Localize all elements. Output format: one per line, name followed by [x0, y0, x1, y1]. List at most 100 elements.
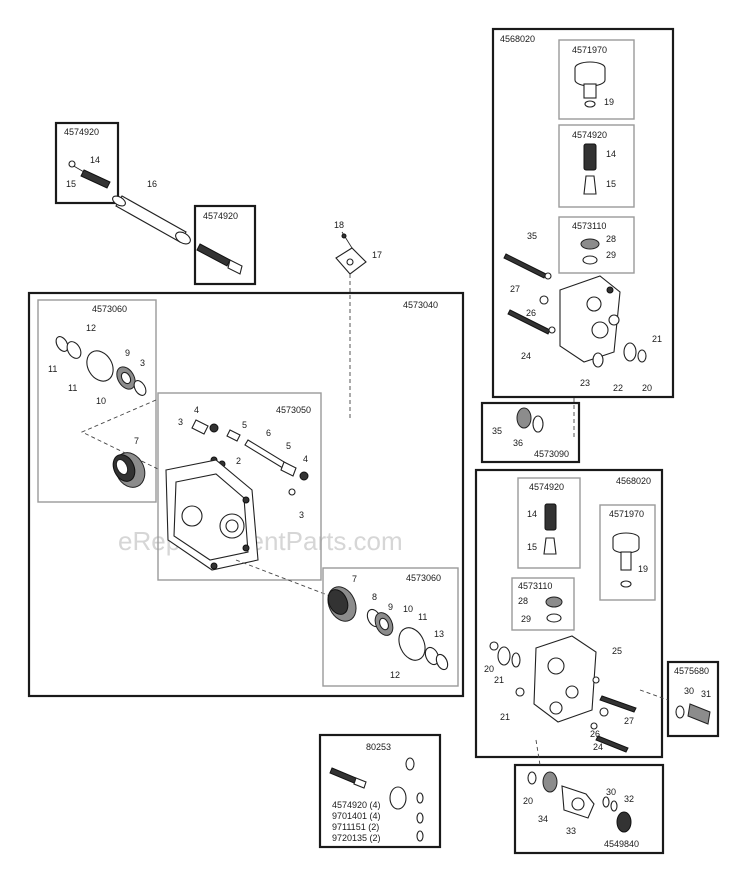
watermark: eReplacementParts.com: [118, 526, 403, 556]
callout: 10: [96, 396, 106, 406]
callout: 2: [236, 456, 241, 466]
box-pump-assembly[interactable]: [27, 291, 465, 698]
piston-seal-part[interactable]: [109, 448, 150, 492]
box-unloader-bottom[interactable]: [599, 504, 656, 601]
kit-80253-line-4: 9720135 (2): [332, 833, 381, 843]
kit-code-manifold-top: 4568020: [500, 34, 535, 44]
callout: 11: [418, 612, 427, 622]
unloader-cap-bottom[interactable]: [612, 532, 640, 588]
kit-code-manifold-bottom: 4568020: [616, 476, 651, 486]
box-valve-small[interactable]: [193, 204, 257, 286]
callout: 4: [194, 405, 199, 415]
callout: 21: [652, 334, 662, 344]
check-valve-bottom[interactable]: [545, 596, 563, 623]
side-fitting-part[interactable]: [675, 703, 711, 725]
callout: 7: [352, 574, 357, 584]
callout: 11: [48, 364, 57, 374]
callout: 27: [510, 284, 520, 294]
box-check-top[interactable]: [558, 216, 635, 274]
valve-spring-top[interactable]: [583, 143, 597, 195]
callout: 21: [500, 712, 510, 722]
callout: 15: [527, 542, 537, 552]
box-seal-kit-left[interactable]: [37, 299, 157, 503]
cover-plate-part[interactable]: [335, 231, 367, 275]
box-manifold-bottom[interactable]: [474, 468, 664, 759]
callout: 24: [593, 742, 603, 752]
callout: 5: [242, 420, 247, 430]
callout: 14: [90, 155, 100, 165]
box-seal-kit-right[interactable]: [322, 567, 459, 687]
callout: 4: [303, 454, 308, 464]
callout: 6: [266, 428, 271, 438]
callout: 11: [68, 383, 77, 393]
kit-code-side-kit: 4575680: [674, 666, 709, 676]
callout: 30: [606, 787, 616, 797]
seal-rings-right[interactable]: [323, 582, 450, 671]
callout: 17: [372, 250, 382, 260]
kit-code-unloader-top: 4571970: [572, 45, 607, 55]
callout: 14: [606, 149, 616, 159]
kit-80253-parts[interactable]: [329, 757, 424, 842]
callout: 20: [642, 383, 652, 393]
plug-part[interactable]: [516, 407, 544, 433]
kit-code-plug-kit: 4573090: [534, 449, 569, 459]
kit-80253-line-3: 9711151 (2): [332, 822, 379, 832]
rod-part[interactable]: [111, 194, 192, 246]
box-kit-80253[interactable]: [318, 733, 442, 849]
unloader-cap-top[interactable]: [574, 61, 606, 108]
callout: 32: [624, 794, 634, 804]
callout: 9: [388, 602, 393, 612]
callout: 15: [66, 179, 76, 189]
callout: 28: [518, 596, 528, 606]
callout: 27: [624, 716, 634, 726]
box-plug-kit[interactable]: [480, 401, 581, 464]
kit-code-check-bottom: 4573110: [518, 581, 552, 591]
callout: 22: [613, 383, 623, 393]
valve-spring-small-part[interactable]: [196, 243, 243, 275]
callout: 7: [134, 436, 139, 446]
valve-spring-bottom[interactable]: [543, 503, 557, 555]
box-side-kit[interactable]: [666, 660, 720, 738]
callout: 26: [526, 308, 536, 318]
box-check-bottom[interactable]: [511, 577, 575, 631]
piston-rod-parts[interactable]: [191, 419, 309, 496]
box-piston-kit[interactable]: [157, 392, 322, 581]
box-chem-kit[interactable]: [513, 763, 665, 855]
seal-rings-left[interactable]: [54, 335, 149, 398]
callout: 24: [521, 351, 531, 361]
callout: 19: [604, 97, 614, 107]
callout: 19: [638, 564, 648, 574]
callout: 18: [334, 220, 344, 230]
callout: 12: [86, 323, 96, 333]
valve-spring-part[interactable]: [68, 160, 111, 189]
box-unloader-top[interactable]: [558, 39, 635, 120]
chem-injector-parts[interactable]: [527, 771, 632, 833]
callout: 14: [527, 509, 537, 519]
callout: 5: [286, 441, 291, 451]
kit-code-pump-assembly: 4573040: [403, 300, 438, 310]
pump-housing-part[interactable]: [165, 459, 259, 571]
callout: 28: [606, 234, 616, 244]
kit-code-80253: 80253: [366, 742, 391, 752]
callout: 35: [527, 231, 537, 241]
callout: 8: [372, 592, 377, 602]
manifold-body-bottom[interactable]: [489, 635, 637, 753]
kit-code-piston-kit: 4573050: [276, 405, 311, 415]
kit-code-seal-kit-left: 4573060: [92, 304, 127, 314]
callout: 36: [513, 438, 523, 448]
callout: 29: [606, 250, 616, 260]
kit-80253-line-2: 9701401 (4): [332, 811, 381, 821]
box-valve-bottom[interactable]: [517, 477, 581, 569]
callout: 9: [125, 348, 130, 358]
callout: 21: [494, 675, 504, 685]
box-valve-top[interactable]: [558, 124, 635, 208]
kit-code-check-top: 4573110: [572, 221, 606, 231]
callout: 3: [178, 417, 183, 427]
kit-code-valve-small: 4574920: [203, 211, 238, 221]
box-manifold-top[interactable]: [491, 27, 675, 399]
check-valve-top[interactable]: [580, 238, 600, 265]
box-valve-top-left[interactable]: [54, 121, 120, 205]
manifold-body-top[interactable]: [503, 253, 647, 368]
callout: 16: [147, 179, 157, 189]
